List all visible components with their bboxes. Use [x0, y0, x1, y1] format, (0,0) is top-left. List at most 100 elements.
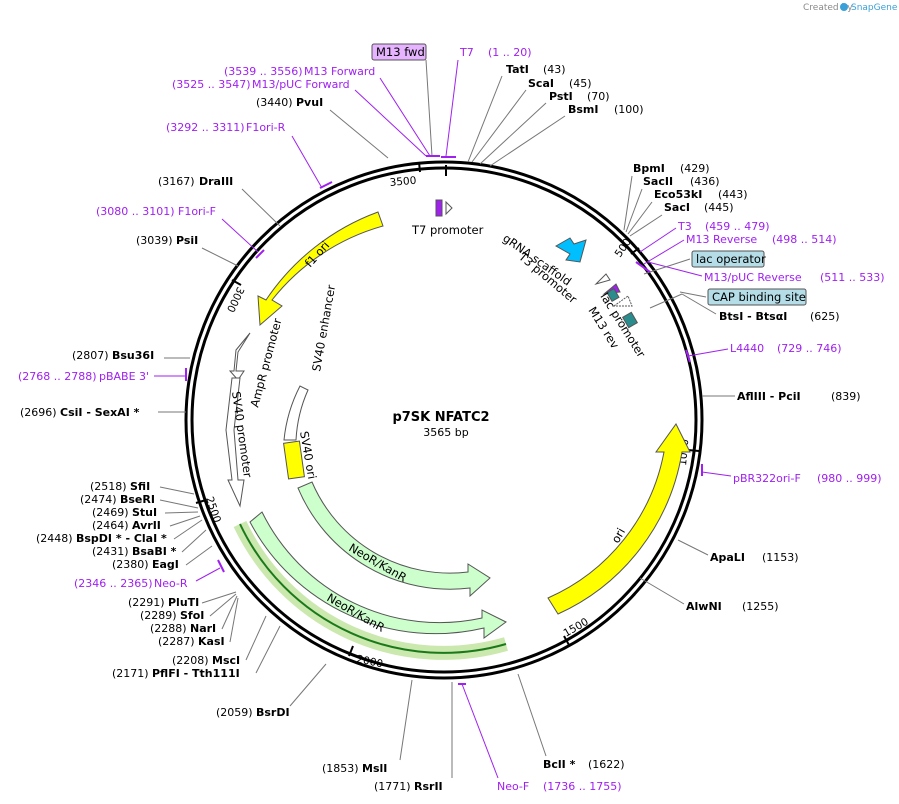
tick-mark-2000: [348, 645, 354, 657]
leader-l4440: [687, 348, 729, 357]
lac-operator-box[interactable]: [691, 250, 765, 268]
leader-sacii: [625, 188, 643, 233]
enzyme-sacii[interactable]: SacII: [643, 175, 673, 188]
enzyme-stui[interactable]: StuI: [132, 506, 157, 519]
enzyme-msci[interactable]: MscI: [212, 654, 240, 667]
t7-leader: [445, 59, 459, 157]
enzyme-bseri[interactable]: BseRI: [120, 493, 155, 506]
t3-promoter-arrow[interactable]: [594, 273, 611, 286]
enzyme-btsi[interactable]: BtsI - BtsαI: [719, 310, 787, 323]
plasmid-length: 3565 bp: [423, 426, 468, 439]
cap-binding-box[interactable]: [707, 288, 807, 306]
t7-promoter-arrow[interactable]: [445, 200, 453, 216]
label-ori: ori: [608, 526, 628, 546]
sv40-enhancer-arrow[interactable]: [283, 385, 309, 441]
primer-neo-r: Neo-R: [154, 577, 188, 590]
neo-inner-arrow[interactable]: [297, 481, 491, 598]
enzyme-bsmi-pos: (100): [614, 103, 644, 116]
label-t7-promoter: T7 promoter: [411, 223, 484, 237]
ori-arrow[interactable]: [547, 423, 691, 615]
primer-m13puc-rev: M13/pUC Reverse: [704, 271, 802, 284]
enzyme-claI-pos: (2448): [36, 532, 73, 545]
sv40-ori-block[interactable]: [283, 440, 305, 480]
enzyme-bcli[interactable]: BclI *: [543, 758, 576, 771]
leader-bsrdi: [289, 663, 327, 707]
enzyme-nari[interactable]: NarI: [190, 622, 216, 635]
enzyme-sfoi[interactable]: SfoI: [180, 609, 204, 622]
enzyme-sfii[interactable]: SfiI: [130, 480, 150, 493]
enzyme-tati[interactable]: TatI: [506, 63, 529, 76]
l4440-mark: [685, 349, 691, 363]
primer-pbabe: pBABE 3': [99, 370, 149, 383]
enzyme-avrii[interactable]: AvrII: [132, 519, 161, 532]
enzyme-btsi-pos: (625): [810, 310, 840, 323]
enzyme-scai[interactable]: ScaI: [528, 77, 554, 90]
enzyme-msli[interactable]: MslI: [362, 762, 387, 775]
enzyme-alwni[interactable]: AlwNI: [686, 600, 722, 613]
neo-r-mark: [217, 559, 225, 573]
lac-operator-block[interactable]: [606, 287, 620, 303]
sv40-promoter-arrow[interactable]: [225, 377, 245, 508]
enzyme-eco53ki-pos: (443): [718, 188, 748, 201]
primer-f1ori-f-range: (3080 .. 3101): [96, 205, 175, 218]
enzyme-rsrii[interactable]: RsrII: [414, 780, 443, 793]
enzyme-eco53ki[interactable]: Eco53kI: [654, 188, 702, 201]
enzyme-eagi[interactable]: EagI: [152, 558, 179, 571]
enzyme-apali[interactable]: ApaLI: [710, 551, 745, 564]
grna-scaffold-arrow[interactable]: [554, 237, 587, 263]
enzyme-scai-pos: (45): [569, 77, 592, 90]
primer-m13fwd: M13 Forward: [304, 65, 375, 78]
primer-f1ori-r-range: (3292 .. 3311): [166, 121, 245, 134]
enzyme-bpmi[interactable]: BpmI: [633, 162, 665, 175]
leader-pbr322: [701, 471, 732, 477]
plasmid-name: p7SK NFATC2: [392, 410, 489, 425]
enzyme-nari-pos: (2288): [150, 622, 187, 635]
enzyme-claI[interactable]: BspDI * - ClaI *: [76, 532, 167, 545]
brand-text: SnapGene: [851, 3, 898, 13]
enzyme-psii-pos: (3039): [136, 234, 173, 247]
enzyme-list-lower-left: (2518) SfiI (2474) BseRI (2469) StuI (24…: [36, 480, 213, 571]
tick-mark-500: [630, 247, 640, 255]
enzyme-pvui[interactable]: PvuI: [296, 96, 323, 109]
credit-text: Created by: [803, 3, 853, 13]
primer-m13rev: M13 Reverse: [686, 233, 757, 246]
tick-2000: 2000: [355, 653, 384, 670]
enzyme-pluti[interactable]: PluTI: [168, 596, 199, 609]
leader-f1ori-f: [221, 218, 259, 253]
enzyme-pflfi-pos: (2171): [112, 667, 149, 680]
enzyme-psii[interactable]: PsiI: [176, 234, 198, 247]
f1-ori-arrow[interactable]: [257, 211, 384, 327]
neo-outer-strand: [239, 523, 507, 654]
enzyme-saci[interactable]: SacI: [664, 201, 690, 214]
enzyme-avrii-pos: (2464): [92, 519, 129, 532]
cap-site-block[interactable]: [621, 311, 639, 329]
neo-outer-arrow[interactable]: [249, 511, 507, 639]
enzyme-rsrii-pos: (1771): [374, 780, 411, 793]
enzyme-bsabi[interactable]: BsaBI *: [132, 545, 177, 558]
leader-sfoi: [209, 593, 237, 617]
leader-btsi: [681, 293, 717, 315]
m13-fwd-label: M13 fwd: [376, 45, 425, 59]
lac-promoter-arrow[interactable]: [612, 295, 633, 307]
leader-cap: [679, 291, 707, 298]
enzyme-pflfi[interactable]: PflFI - Tth111I: [152, 667, 240, 680]
enzyme-draiii[interactable]: DraIII: [199, 175, 233, 188]
primer-neo-r-range: (2346 .. 2365): [74, 577, 153, 590]
enzyme-bpmi-pos: (429): [680, 162, 710, 175]
tick-mark-3000: [231, 279, 242, 286]
leader-m13fwd: [379, 77, 431, 157]
enzyme-psti[interactable]: PstI: [549, 90, 573, 103]
primer-neo-f-range: (1736 .. 1755): [543, 780, 622, 793]
leader-t3: [639, 227, 677, 253]
leader-clai: [173, 519, 203, 540]
enzyme-bsmi[interactable]: BsmI: [568, 103, 599, 116]
enzyme-afliii[interactable]: AflIII - PciI: [737, 390, 801, 403]
enzyme-bsrdi[interactable]: BsrDI: [256, 706, 290, 719]
ampr-promoter-arrow[interactable]: [228, 332, 251, 381]
m13-fwd-box[interactable]: [371, 43, 427, 61]
enzyme-bsu36i[interactable]: Bsu36I: [112, 349, 154, 362]
enzyme-csii[interactable]: CsiI - SexAI *: [60, 406, 140, 419]
enzyme-kasi[interactable]: KasI: [198, 635, 225, 648]
leader-btsi-2: [649, 293, 683, 309]
